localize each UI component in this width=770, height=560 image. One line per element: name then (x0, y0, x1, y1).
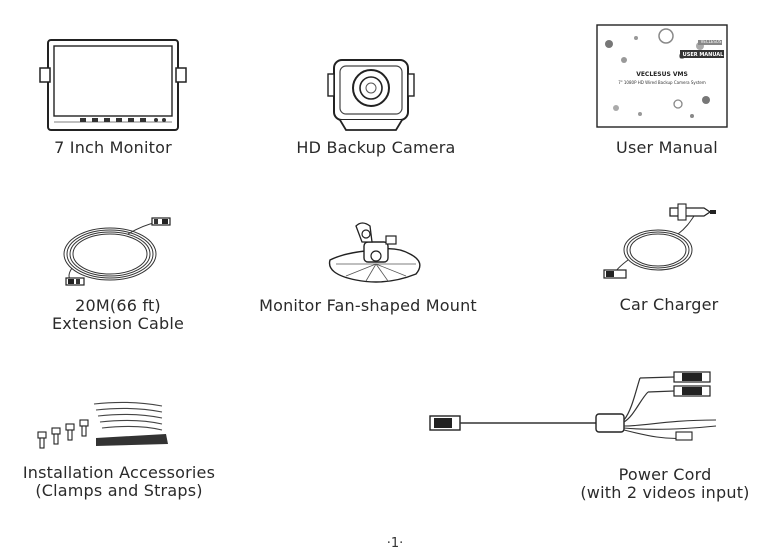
mount-illustration (326, 216, 426, 288)
power-cord-illustration (426, 370, 726, 450)
accessories-caption-line1: Installation Accessories (22, 463, 216, 482)
extension-cable-caption-line1: 20M(66 ft) (75, 296, 161, 315)
camera-illustration (326, 52, 416, 136)
power-cord-caption-line1: Power Cord (618, 465, 712, 484)
manual-cover-tag: USER MANUAL (682, 52, 724, 58)
monitor-illustration (38, 38, 192, 134)
extension-cable-illustration (58, 214, 178, 294)
monitor-caption: 7 Inch Monitor (54, 138, 172, 157)
charger-illustration (600, 200, 724, 284)
mount-caption: Monitor Fan-shaped Mount (259, 296, 477, 315)
page-number: ·1· (386, 536, 404, 551)
power-cord-caption-line2: (with 2 videos input) (580, 483, 750, 502)
extension-cable-caption-line2: Extension Cable (51, 314, 185, 333)
accessories-caption-line2: (Clamps and Straps) (35, 481, 203, 500)
accessories-illustration (34, 398, 174, 456)
manual-cover-logo: VECLESUS (700, 39, 722, 44)
manual-caption: User Manual (616, 138, 718, 157)
manual-cover-subtitle: 7" 1080P HD Wired Backup Camera System (618, 80, 706, 85)
manual-cover-brand: VECLESUS VMS (636, 71, 688, 78)
camera-caption: HD Backup Camera (296, 138, 456, 157)
charger-caption: Car Charger (619, 295, 719, 314)
manual-illustration (596, 24, 728, 128)
